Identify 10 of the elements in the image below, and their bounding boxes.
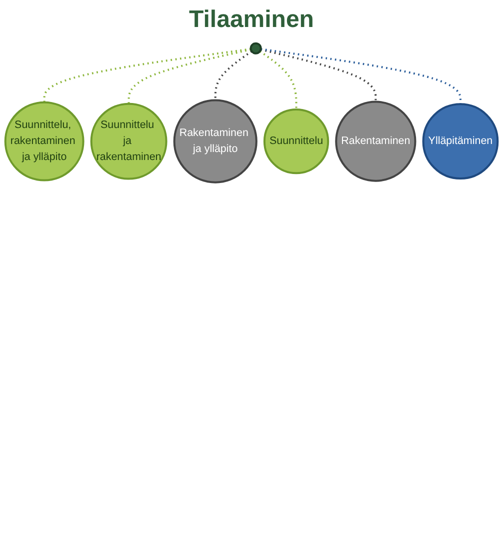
node-circle: Rakentaminen ja ylläpito [173, 99, 258, 184]
node-circle: Ylläpitäminen [422, 103, 499, 180]
node-circle: Suunnittelu, rakentaminen ja ylläpito [4, 101, 84, 182]
node-circle: Suunnittelu [263, 108, 330, 174]
node-circle: Rakentaminen [335, 100, 416, 182]
node-circle: Suunnittelu ja rakentaminen [90, 102, 168, 180]
title: Tilaaminen [188, 6, 315, 34]
connector [259, 50, 298, 110]
node-circle [250, 42, 262, 54]
connector [214, 50, 252, 100]
